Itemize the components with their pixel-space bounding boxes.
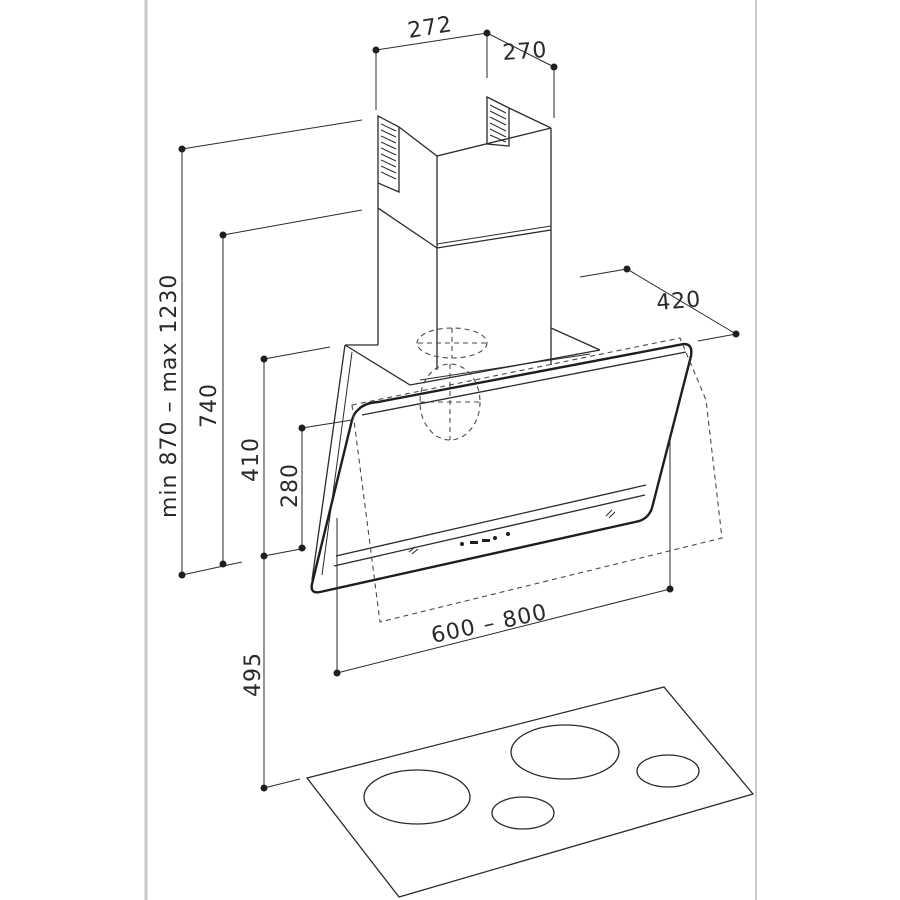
chimney <box>377 95 552 370</box>
hob-outline <box>305 686 755 898</box>
vent-slots-left <box>380 123 397 180</box>
chimney-back-right-panel <box>486 95 510 147</box>
chimney-back-left-panel <box>377 114 400 193</box>
control-button-left <box>408 546 416 553</box>
glass-panel-outline <box>310 342 693 594</box>
cooktop-hob <box>305 686 755 898</box>
duct-outlet-rear <box>419 363 481 441</box>
label-chimney-height: 740 <box>197 383 222 428</box>
control-strip-lower-edge <box>333 494 646 567</box>
hob-zone-small-right <box>636 754 700 788</box>
vent-slots-right <box>489 104 507 143</box>
glass-inner-top-edge <box>361 351 687 416</box>
hob-zone-large-back <box>510 724 620 780</box>
hood-top-surface-edge <box>419 353 591 381</box>
label-hood-width-range: 600 – 800 <box>429 600 550 649</box>
label-hood-height: 410 <box>239 437 264 482</box>
control-led-2 <box>470 541 478 544</box>
control-led-5 <box>506 532 510 536</box>
label-chimney-depth: 270 <box>502 38 549 66</box>
label-mounting-height: 495 <box>241 652 266 697</box>
chimney-top-edge <box>398 126 552 157</box>
hood-back-casing-top <box>345 327 601 351</box>
label-glass-height: 280 <box>278 463 303 508</box>
hood-body <box>310 327 723 623</box>
chimney-joint-shadow <box>436 225 552 245</box>
control-strip-upper-edge <box>335 484 647 557</box>
hob-zone-large-left <box>363 769 471 825</box>
hood-casing-left-slope <box>311 344 346 581</box>
dashed-max-width-outline <box>351 337 723 623</box>
control-panel-buttons <box>408 509 616 555</box>
hob-zone-small-front <box>491 796 555 830</box>
dimension-lines <box>178 29 740 792</box>
hood-casing-inner-slope <box>321 351 353 576</box>
chimney-top-right-edge <box>508 107 552 129</box>
control-button-right <box>605 509 613 517</box>
chimney-joint-line <box>377 207 552 249</box>
control-led-4 <box>493 536 497 540</box>
label-total-height-range: min 870 – max 1230 <box>157 274 182 518</box>
label-hood-depth: 420 <box>655 287 702 316</box>
control-led-3 <box>482 539 490 542</box>
hood-top-surface <box>344 344 601 386</box>
control-led-1 <box>460 542 464 546</box>
